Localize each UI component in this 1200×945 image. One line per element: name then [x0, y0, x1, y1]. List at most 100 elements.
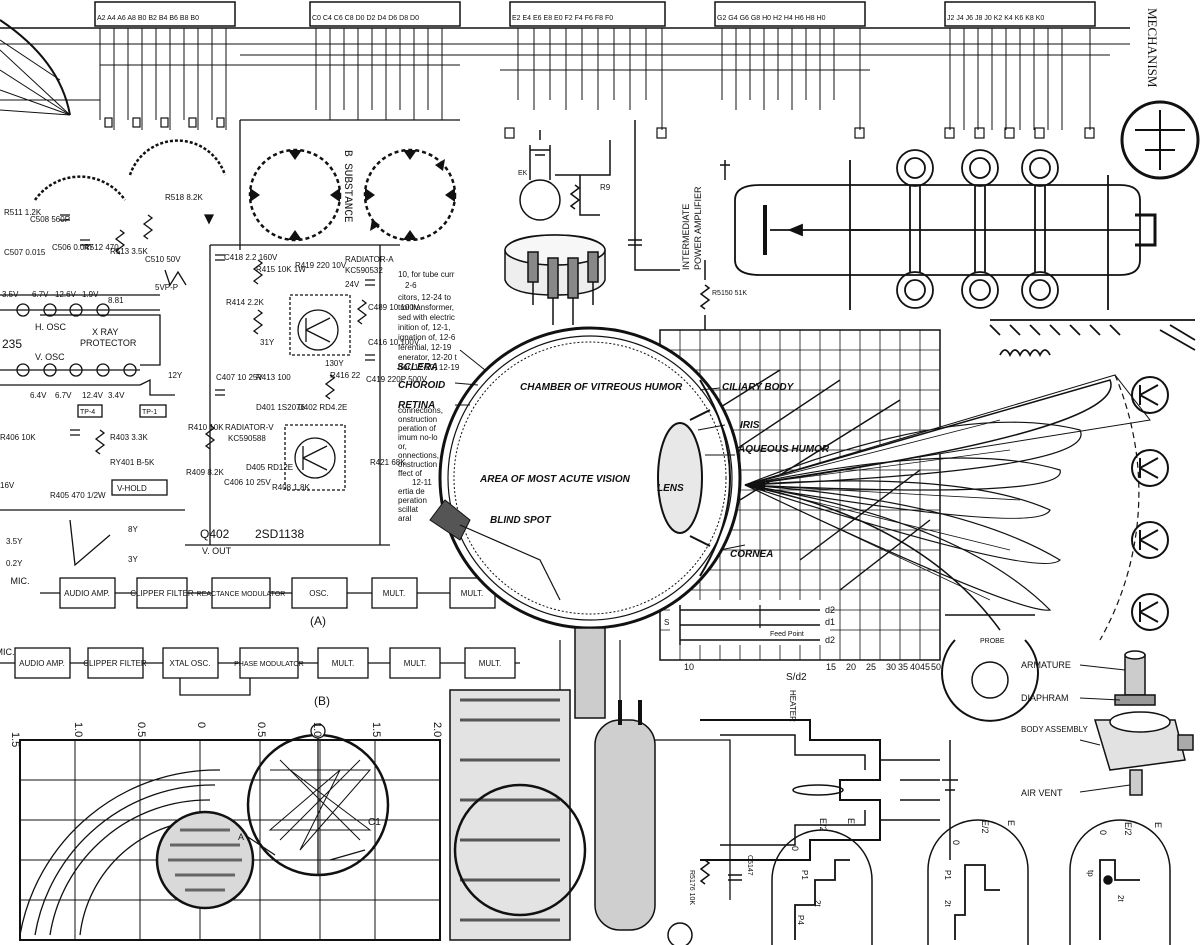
- eye-labels: SCLERA CHOROID RETINA CHAMBER OF VITREOU…: [397, 362, 830, 560]
- protector-label: PROTECTOR: [80, 338, 137, 348]
- block-b-1: AUDIO AMP.: [19, 659, 65, 668]
- eye-label-blind-spot: BLIND SPOT: [490, 515, 551, 526]
- b-substance-rings: [248, 148, 457, 242]
- tube-socket: [504, 120, 730, 330]
- x-tick-25: 25: [866, 662, 876, 672]
- dim-d2-top: d2: [825, 605, 835, 615]
- component-r512: R512 470: [84, 243, 119, 252]
- voltage-14: 3.5Y: [6, 537, 23, 546]
- s-label: S: [664, 618, 669, 627]
- wave1-e: E: [846, 818, 856, 824]
- transistor-symbols-right: [1131, 376, 1169, 631]
- x-axis-label: S/d2: [786, 672, 807, 683]
- voltage-2: 6.7V: [32, 290, 49, 299]
- r9-label: R9: [600, 183, 611, 192]
- index-line-20: peration: [398, 496, 427, 505]
- block-a-6: MULT.: [461, 589, 484, 598]
- index-line-11: onstruction: [398, 415, 437, 424]
- v-out-label: V. OUT: [202, 546, 232, 556]
- block-b-2: CLIPPER FILTER: [83, 659, 147, 668]
- component-r416: R416 22: [330, 371, 361, 380]
- component-d405: D405 RD12E: [246, 463, 293, 472]
- polar-tick-2: 1.0: [72, 722, 84, 737]
- polar-tick-4: 0: [195, 722, 207, 728]
- wave3-zero: 0: [1098, 830, 1108, 835]
- component-r518: R518 8.2K: [165, 193, 203, 202]
- mic-labels: ARMATURE DIAPHRAM BODY ASSEMBLY AIR VENT…: [980, 638, 1089, 798]
- component-c489: C489 10 100V: [368, 303, 420, 312]
- dim-d2-bottom: d2: [825, 635, 835, 645]
- block-diagram-a: [40, 577, 520, 609]
- wave1-zero: 0: [790, 846, 800, 851]
- top-left-fan: [0, 19, 71, 116]
- component-c406: C406 10 25V: [224, 478, 271, 487]
- eye-label-choroid: CHOROID: [398, 380, 445, 391]
- pin-group-g: G2 G4 G6 G8 H0 H2 H4 H6 H8 H0: [717, 15, 826, 22]
- pin-group-j: J2 J4 J6 J8 J0 K2 K4 K6 K8 K0: [947, 15, 1044, 22]
- voltage-7: 6.7V: [55, 391, 72, 400]
- polar-tick-6: 1.0: [311, 722, 323, 737]
- voltage-4: 1.9V: [82, 290, 99, 299]
- component-c508: C508 560P: [30, 215, 70, 224]
- component-r513: R513 3.5K: [110, 247, 148, 256]
- index-line-3: trol transformer,: [398, 303, 454, 312]
- index-line-23: 2-6: [405, 281, 417, 290]
- wave3-2t: 2t: [1116, 895, 1125, 902]
- b-substance-label: B SUBSTANCE: [341, 150, 353, 223]
- block-diagram-b: [0, 647, 520, 696]
- r5176-label: R5176 10K: [688, 870, 695, 905]
- component-r408: R408 1.8K: [272, 483, 310, 492]
- x-ray-label: X RAY: [92, 327, 118, 337]
- eye-label-ciliary: CILIARY BODY: [722, 382, 795, 393]
- radiator-v-label: RADIATOR-V: [225, 423, 274, 432]
- index-line-13: imum no-lo: [398, 433, 438, 442]
- index-line-19: ertia de: [398, 487, 425, 496]
- body-assembly-label: BODY ASSEMBLY: [1021, 725, 1089, 734]
- x-tick-35: 35: [898, 662, 908, 672]
- mic-parts: [941, 614, 1194, 796]
- polar-tick-7: 1.5: [370, 722, 382, 737]
- component-c416: C416 10 100V: [368, 338, 420, 347]
- radiator-a-part: KC590532: [345, 266, 383, 275]
- voltage-8: 12.4V: [82, 391, 104, 400]
- component-d402: D402 RD4.2E: [298, 403, 347, 412]
- voltage-15: 8Y: [128, 525, 138, 534]
- pin-header-banner: [0, 1, 1130, 139]
- x-tick-50: 50: [931, 662, 941, 672]
- index-line-22: aral: [398, 514, 412, 523]
- index-line-6: ignation of, 12-6: [398, 333, 456, 342]
- pin-group-e: E2 E4 E6 E8 E0 F2 F4 F6 F8 F0: [512, 15, 613, 22]
- mechanism-label: MECHANISM: [1145, 8, 1160, 88]
- index-line-5: inition of, 12-1,: [398, 323, 450, 332]
- power-amplifier-label: POWER AMPLIFIER: [693, 186, 703, 270]
- wave1-e-half: E/2: [818, 818, 828, 832]
- component-c510: C510 50V: [145, 255, 181, 264]
- eye-label-iris: IRIS: [740, 420, 760, 431]
- polar-chart: [19, 723, 441, 941]
- wave3-e-half: E/2: [1123, 822, 1133, 836]
- x-tick-45: 45: [920, 662, 930, 672]
- eye-label-acute-vision: AREA OF MOST ACUTE VISION: [479, 474, 631, 485]
- component-r421: R421 68K: [370, 458, 406, 467]
- tp4-label: TP-4: [80, 409, 95, 416]
- block-a-4: OSC.: [309, 589, 329, 598]
- wave3-e: E: [1153, 822, 1163, 828]
- polar-tick-5: 0.5: [255, 722, 267, 737]
- component-r406: R406 10K: [0, 433, 36, 442]
- voltage-13: 16V: [0, 481, 15, 490]
- mic-a-label: MIC.: [11, 576, 30, 586]
- waveform-circles: [771, 819, 1171, 945]
- component-r511: R511 1.2K: [4, 208, 42, 217]
- x-tick-30: 30: [886, 662, 896, 672]
- component-r409: R409 8.2K: [186, 468, 224, 477]
- polar-tick-1: 1.5: [9, 732, 21, 747]
- x-tick-40: 40: [910, 662, 920, 672]
- v-hold-label: V-HOLD: [117, 484, 147, 493]
- index-line-15: onnections,: [398, 451, 439, 460]
- index-line-16: onstruction: [398, 460, 437, 469]
- probe-label: PROBE: [980, 638, 1005, 645]
- wave1-p1: P1: [800, 870, 809, 880]
- num-235-label: 235: [2, 337, 22, 351]
- component-r403: R403 3.3K: [110, 433, 148, 442]
- pin-header-labels: A2 A4 A6 A8 B0 B2 B4 B6 B8 B0 C0 C4 C6 C…: [97, 15, 1044, 22]
